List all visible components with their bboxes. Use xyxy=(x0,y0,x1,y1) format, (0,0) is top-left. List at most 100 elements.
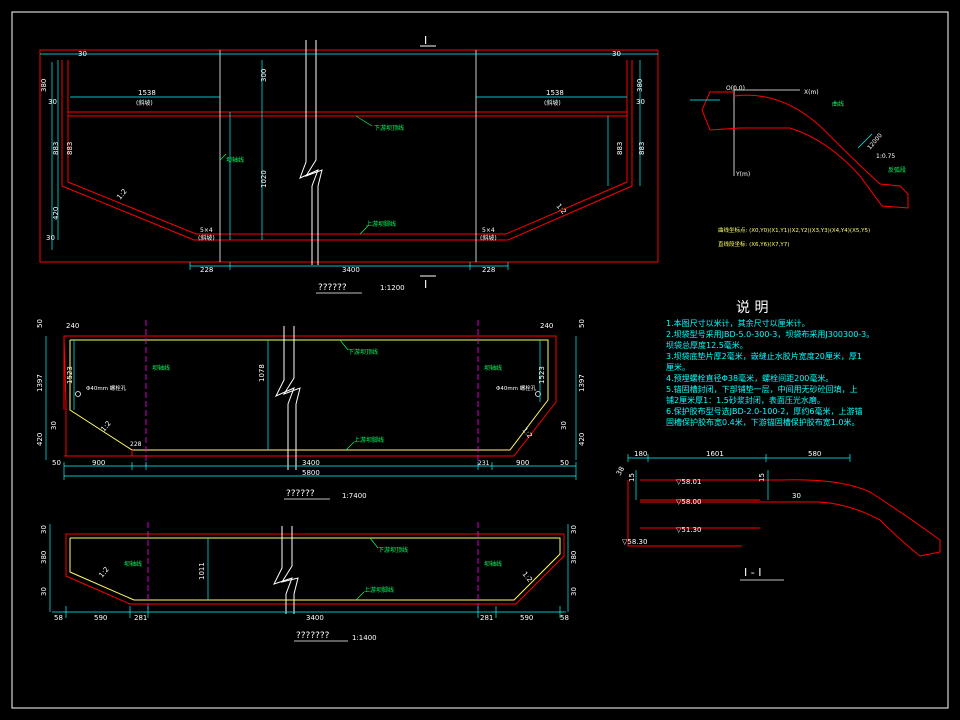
top-scale: 1:1200 xyxy=(380,284,405,292)
middle-break-line xyxy=(274,326,295,470)
note-line-3: 坝袋总厚度12.5毫米。 xyxy=(666,340,748,350)
top-break-line xyxy=(299,40,319,265)
note-line-2: 2.坝袋型号采用JBD-5.0-300-3，坝袋布采用J300300-3。 xyxy=(666,329,874,339)
section-level-3: ▽51.30 xyxy=(676,526,701,534)
bottom-dim-seg-d: 3400 xyxy=(306,614,324,622)
middle-dim-right-30: 30 xyxy=(560,421,568,430)
top-dim-h1-right: 380 xyxy=(636,79,644,92)
middle-liner-yellow xyxy=(69,339,549,451)
middle-dim-right-low: 420 xyxy=(578,433,586,446)
bottom-label-upper: 下游坝顶线 xyxy=(378,546,408,554)
profile-origin: O(0,0) xyxy=(726,85,745,92)
middle-label-upper: 下游坝顶线 xyxy=(348,348,378,356)
bottom-liner-yellow xyxy=(69,537,561,601)
profile-curve-diagram: O(0,0) X(m) Y(m) 曲线 1:0.75 12000 反弧段 曲线坐… xyxy=(690,85,909,248)
top-label-axis: 坝轴线 xyxy=(226,156,244,164)
top-dimension-lines xyxy=(40,53,658,270)
middle-dim-seg-1: 900 xyxy=(92,459,105,467)
bottom-dim-seg-c: 281 xyxy=(134,614,147,622)
section-level-4: ▽58.30 xyxy=(622,538,647,546)
profile-slope-label: 1:0.75 xyxy=(876,153,895,160)
middle-label-left-axis: 坝轴线 xyxy=(152,364,170,372)
bottom-caption: ??????? xyxy=(296,631,330,641)
section-mark-top: I xyxy=(424,34,427,47)
top-dim-w-left: 1538 xyxy=(138,89,156,97)
bottom-leader-upper xyxy=(369,537,379,549)
top-slope-left: 1:2 xyxy=(115,188,128,202)
profile-coords-2: 直线段坐标: (X6,Y6)(X7,Y7) xyxy=(718,240,789,248)
profile-curve-label: 曲线 xyxy=(832,100,844,108)
bottom-dim-left-h1: 30 xyxy=(40,525,48,534)
bottom-dim-right-h2: 380 xyxy=(570,551,578,564)
bottom-dim-right-h1: 30 xyxy=(570,525,578,534)
section-dim-e: 15 xyxy=(758,473,766,482)
middle-dimension-lines xyxy=(45,336,577,480)
bottom-dim-seg-g: 58 xyxy=(560,614,569,622)
middle-label-right-axis: 坝轴线 xyxy=(484,364,502,372)
top-dim-centre-h: 1020 xyxy=(260,170,268,188)
top-dim-base-left: 228 xyxy=(200,266,213,274)
middle-bolt-label-left: Φ40mm 螺栓孔 xyxy=(86,384,127,392)
middle-dim-seg-2: 3400 xyxy=(302,459,320,467)
top-caption: ?????? xyxy=(318,283,347,293)
section-dim-g: 38 xyxy=(615,465,626,477)
section-dim-b: 1601 xyxy=(706,450,724,458)
top-dim-corner-right-sub: (斜坡) xyxy=(480,234,497,242)
note-line-9: 6.保护胶布型号选JBD-2.0-100-2，厚约6毫米，上游锚 xyxy=(666,406,862,416)
middle-dim-top-right: 240 xyxy=(540,322,553,330)
middle-leader-upper xyxy=(339,339,349,351)
bottom-dim-seg-a: 58 xyxy=(54,614,63,622)
middle-dim-total: 5800 xyxy=(302,469,320,477)
bottom-dim-left-h2: 380 xyxy=(40,551,48,564)
middle-dim-seg-3: 900 xyxy=(516,459,529,467)
top-frame xyxy=(39,49,659,263)
top-dim-h1-left: 380 xyxy=(40,79,48,92)
bottom-outline xyxy=(65,533,565,605)
top-dim-base-mid: 3400 xyxy=(342,266,360,274)
profile-y-label: Y(m) xyxy=(735,171,750,178)
profile-curve xyxy=(709,94,909,209)
bottom-dim-seg-f: 590 xyxy=(520,614,533,622)
middle-dim-left-30: 30 xyxy=(50,421,58,430)
top-slope-right: 1:2 xyxy=(554,202,567,216)
top-plan-view: 30 30 1538 (斜坡) 1538 (斜坡) 380 380 30 30 … xyxy=(39,34,659,294)
bottom-label-left-axis: 坝轴线 xyxy=(124,560,142,568)
top-label-upper-dike: 下游坝顶线 xyxy=(374,124,404,132)
top-leader-lower xyxy=(359,225,369,235)
bottom-label-lower: 上游坝脚线 xyxy=(364,586,394,594)
top-dim-side30-left: 30 xyxy=(48,98,57,106)
top-dim-edge-left: 30 xyxy=(78,50,87,58)
section-dim-f: 30 xyxy=(792,492,801,500)
profile-coords-1: 曲线坐标点: (X0,Y0)(X1,Y1)(X2,Y2)(X3,Y3)(X4,Y… xyxy=(718,226,870,234)
top-dim-bottom30-left: 30 xyxy=(46,234,55,242)
top-dim-corner-right: 5×4 xyxy=(482,227,495,234)
middle-scale: 1:7400 xyxy=(342,492,367,500)
section-mark-bottom: I xyxy=(424,278,427,291)
profile-toe-label: 反弧段 xyxy=(888,166,906,174)
top-dim-edge-right: 30 xyxy=(612,50,621,58)
bottom-dim-right-h3: 30 xyxy=(570,587,578,596)
profile-dim-line xyxy=(857,133,873,149)
top-dim-w-left-sub: (斜坡) xyxy=(136,99,153,107)
note-line-5: 厘米。 xyxy=(666,362,690,372)
note-line-1: 1.本图尺寸以米计，其余尺寸以厘米计。 xyxy=(666,318,810,328)
top-dim-mid-right-2: 883 xyxy=(616,142,624,155)
middle-bolt-left xyxy=(75,391,81,397)
top-dim-mid-left: 883 xyxy=(52,142,60,155)
drawing-border xyxy=(11,11,949,709)
middle-label-lower: 上游坝脚线 xyxy=(354,436,384,444)
section-i-i: 180 1601 580 15 15 30 38 ▽58.01 ▽58.00 ▽… xyxy=(615,450,941,581)
top-dim-corner-left-sub: (斜坡) xyxy=(198,234,215,242)
bottom-break-line-2 xyxy=(280,526,299,614)
middle-dim-inner-right: 1523 xyxy=(538,366,546,384)
bottom-label-right-axis: 坝轴线 xyxy=(484,560,502,568)
middle-caption: ?????? xyxy=(286,489,315,499)
section-title: I - I xyxy=(744,566,761,579)
middle-outline xyxy=(63,335,557,457)
top-dim-centre-v: 300 xyxy=(260,69,268,82)
section-dim-c: 580 xyxy=(808,450,821,458)
section-dim-d: 15 xyxy=(628,473,636,482)
middle-dim-left-h: 1397 xyxy=(36,374,44,392)
